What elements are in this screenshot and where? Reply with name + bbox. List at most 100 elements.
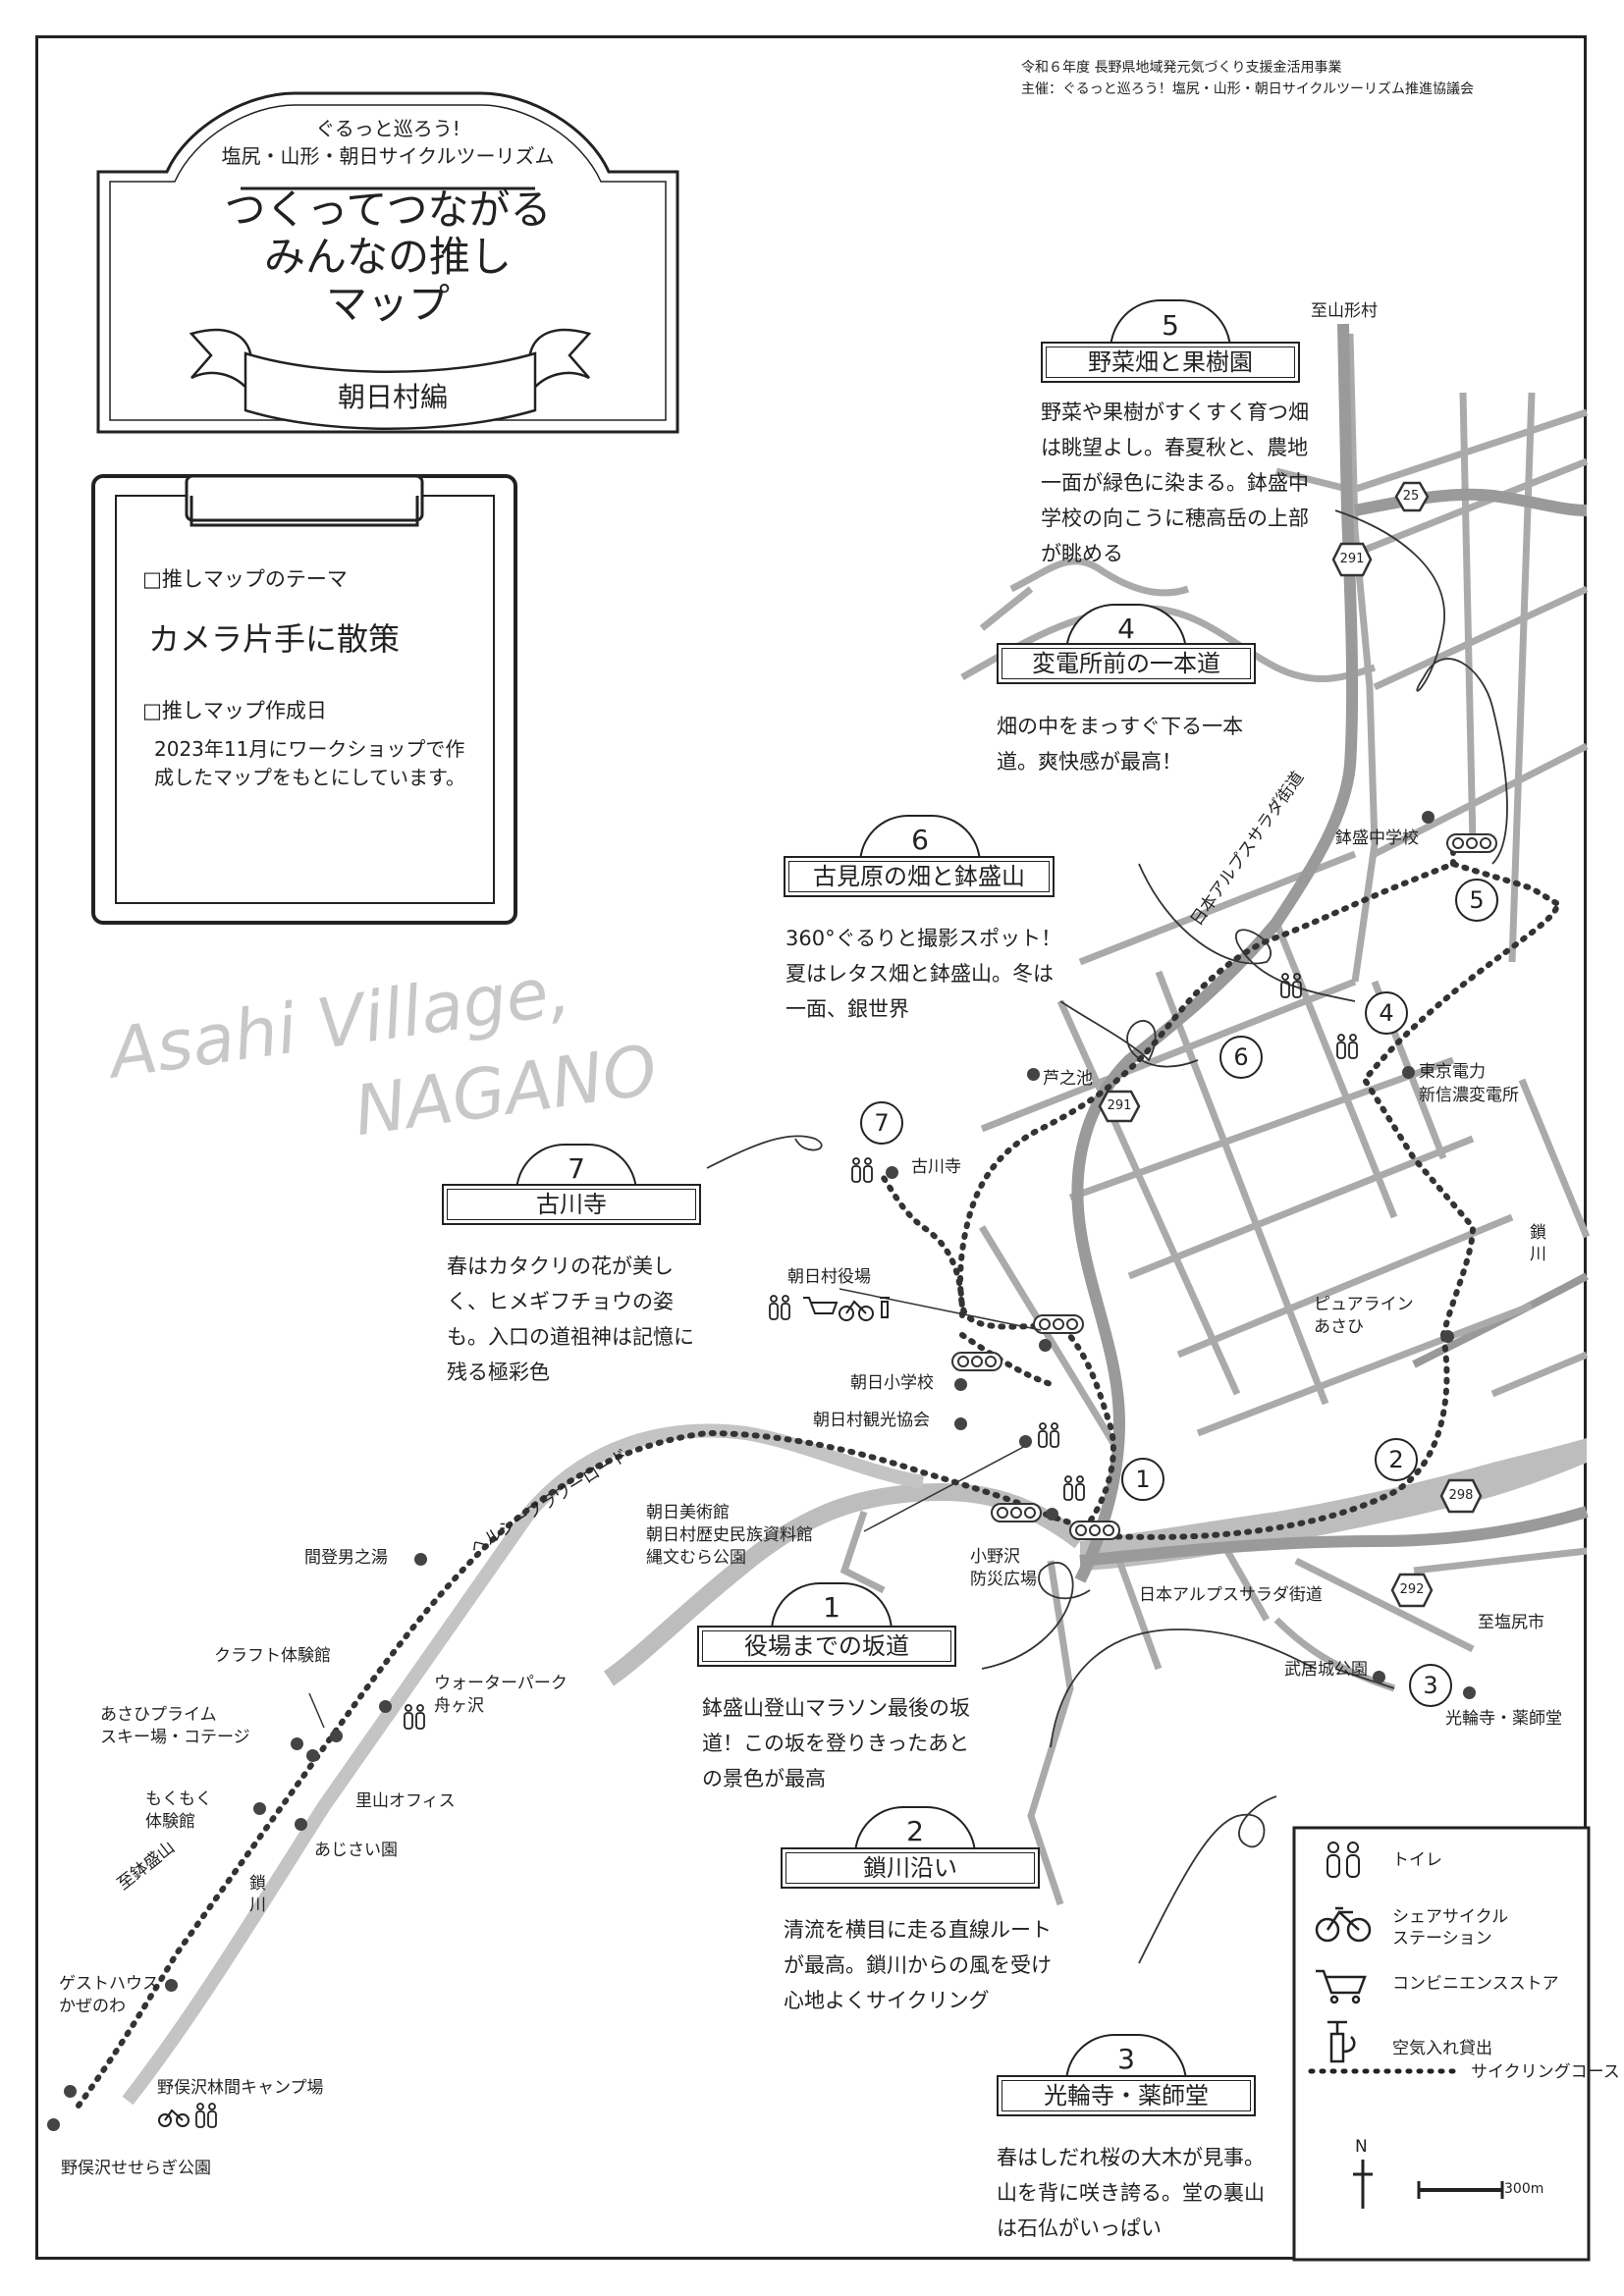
title-card-shape xyxy=(96,91,679,434)
dot-hachimori-jhs xyxy=(1422,811,1435,824)
title-ribbon: 朝日村編 xyxy=(337,381,448,413)
label-tepco-2: 新信濃変電所 xyxy=(1419,1086,1519,1105)
dot-guest xyxy=(165,1979,178,1992)
title-line-1: つくってつながる xyxy=(224,186,552,234)
label-pureline-2: あさひ xyxy=(1314,1317,1364,1337)
dot-seseragi xyxy=(47,2118,60,2131)
route-hexes xyxy=(1098,481,1483,1608)
dot-pureline xyxy=(1441,1330,1454,1343)
label-water-2: 舟ヶ沢 xyxy=(434,1696,484,1716)
spot-4-title: 変電所前の一本道 xyxy=(997,643,1256,684)
dot-prime xyxy=(291,1737,303,1750)
title-card: ぐるっと巡ろう! 塩尻・山形・朝日サイクルツーリズム つくってつながる みんなの… xyxy=(98,116,677,328)
label-seseragi: 野俣沢せせらぎ公園 xyxy=(61,2159,211,2178)
route-291-north: 291 xyxy=(1339,552,1365,566)
dot-mato xyxy=(414,1553,427,1566)
theme-text: カメラ片手に散策 xyxy=(148,620,401,658)
spot-1-desc: 鉢盛山登山マラソン最後の坂道！この坂を登りきったあとの景色が最高 xyxy=(702,1696,970,1790)
dot-onozawa xyxy=(1046,1508,1058,1521)
spot-1-title: 役場までの坂道 xyxy=(697,1626,956,1667)
label-shiojiri: 至塩尻市 xyxy=(1478,1613,1544,1632)
map-marker-4: 4 xyxy=(1365,991,1408,1035)
dot-water xyxy=(379,1700,392,1713)
spot-2-desc: 清流を横目に走る直線ルートが最高。鎖川からの風を受け心地よくサイクリング xyxy=(784,1918,1052,2012)
dot-takei-park xyxy=(1373,1671,1385,1683)
dot-camp xyxy=(64,2085,77,2098)
dot-satoyama xyxy=(306,1749,319,1762)
label-satoyama: 里山オフィス xyxy=(355,1791,456,1811)
label-kusari-2: 川 xyxy=(1530,1245,1546,1264)
label-onozawa-2: 防災広場 xyxy=(970,1570,1037,1589)
label-kanko: 朝日村観光協会 xyxy=(813,1411,930,1430)
dot-mokumoku xyxy=(253,1802,266,1815)
spot-5-title: 野菜畑と果樹園 xyxy=(1041,342,1300,383)
label-prime: あさひプライム スキー場・コテージ xyxy=(100,1704,250,1749)
route-298: 298 xyxy=(1448,1488,1474,1503)
legend-cycle: シェアサイクル ステーション xyxy=(1392,1906,1508,1949)
label-korinji: 光輪寺・薬師堂 xyxy=(1445,1709,1562,1729)
label-onozawa-1: 小野沢 xyxy=(970,1547,1020,1567)
label-museum: 朝日美術館 朝日村歴史民族資料館 縄文むら公園 xyxy=(646,1502,813,1570)
spot-6-title: 古見原の畑と鉢盛山 xyxy=(784,856,1055,897)
route-25: 25 xyxy=(1402,489,1420,504)
label-guest: ゲストハウス かぜのわ xyxy=(59,1973,159,2018)
date-label: □推しマップ作成日 xyxy=(142,699,327,722)
map-marker-6: 6 xyxy=(1219,1036,1263,1079)
label-camp: 野俣沢林間キャンプ場 xyxy=(157,2078,324,2098)
dot-museum xyxy=(1019,1435,1032,1448)
label-kusari-1: 鎖 xyxy=(1530,1223,1546,1243)
spot-3-desc: 春はしだれ桜の大木が見事。山を背に咲き誇る。堂の裏山は石仏がいっぱい xyxy=(997,2146,1265,2240)
label-kusari-west: 鎖 川 xyxy=(249,1873,266,1916)
road-network xyxy=(839,333,1591,1906)
dot-furukawaji xyxy=(886,1166,898,1179)
label-mokumoku-2: 体験館 xyxy=(145,1812,195,1832)
legend-course: サイクリングコース xyxy=(1471,2062,1620,2082)
legend-cycle-1: シェアサイクル xyxy=(1392,1907,1509,1927)
label-kusari: 鎖 川 xyxy=(1530,1222,1546,1265)
label-yamagata: 至山形村 xyxy=(1311,301,1378,321)
label-museum-2: 朝日村歴史民族資料館 xyxy=(646,1525,813,1545)
label-prime-1: あさひプライム xyxy=(100,1705,217,1725)
label-elementary: 朝日小学校 xyxy=(850,1373,934,1393)
scale-label: 300m xyxy=(1504,2181,1544,2197)
dot-tepco xyxy=(1402,1066,1415,1079)
legend-pump: 空気入れ貸出 xyxy=(1392,2039,1492,2058)
project-name: 令和６年度 長野県地域発元気づくり支援金活用事業 xyxy=(1021,60,1342,76)
date-text: 2023年11月にワークショップで作成したマップをもとにしています。 xyxy=(154,737,465,789)
pump-icon xyxy=(1327,2020,1356,2063)
spot-5-desc: 野菜や果樹がすくすく育つ畑は眺望よし。春夏秋と、農地一面が緑色に染まる。鉢盛中学… xyxy=(1041,400,1309,565)
map-marker-3: 3 xyxy=(1409,1664,1452,1707)
traffic-lights xyxy=(951,833,1497,1540)
spot-6-desc: 360°ぐるりと撮影スポット！夏はレタス畑と鉢盛山。冬は一面、銀世界 xyxy=(785,927,1062,1021)
dot-kanko xyxy=(954,1417,967,1430)
dot-elementary xyxy=(954,1378,967,1391)
label-mato: 間登男之湯 xyxy=(304,1548,388,1568)
label-onozawa: 小野沢 防災広場 xyxy=(970,1546,1037,1591)
spot-6-number: 6 xyxy=(859,815,981,864)
label-craft: クラフト体験館 xyxy=(214,1646,331,1666)
label-museum-3: 縄文むら公園 xyxy=(646,1548,746,1568)
label-yakuba: 朝日村役場 xyxy=(787,1267,871,1287)
title-line-3: マップ xyxy=(325,280,450,328)
label-mokumoku-1: もくもく xyxy=(145,1789,212,1809)
cart-icon xyxy=(1316,1969,1367,2004)
dot-ajisai xyxy=(295,1818,307,1831)
label-kusari-3: 鎖 xyxy=(249,1874,266,1894)
title-line-2: みんなの推し xyxy=(263,233,512,281)
dot-ashinoike xyxy=(1027,1068,1040,1081)
map-marker-5: 5 xyxy=(1455,879,1498,922)
label-water: ウォーターパーク 舟ヶ沢 xyxy=(434,1673,568,1718)
label-guest-1: ゲストハウス xyxy=(59,1974,159,1994)
cycling-course xyxy=(76,846,1560,2109)
spot-2-title: 鎖川沿い xyxy=(781,1847,1040,1889)
dot-yakuba xyxy=(1039,1339,1052,1352)
toilet-icon xyxy=(1326,1842,1360,1878)
legend-store: コンビニエンスストア xyxy=(1392,1974,1559,1994)
bicycle-icon xyxy=(1315,1906,1372,1943)
label-kusari-4: 川 xyxy=(249,1896,266,1915)
map-marker-2: 2 xyxy=(1375,1438,1418,1481)
label-ajisai: あじさい園 xyxy=(314,1841,398,1860)
label-guest-2: かぜのわ xyxy=(59,1997,126,2016)
label-hachimori-jhs: 鉢盛中学校 xyxy=(1335,828,1419,848)
